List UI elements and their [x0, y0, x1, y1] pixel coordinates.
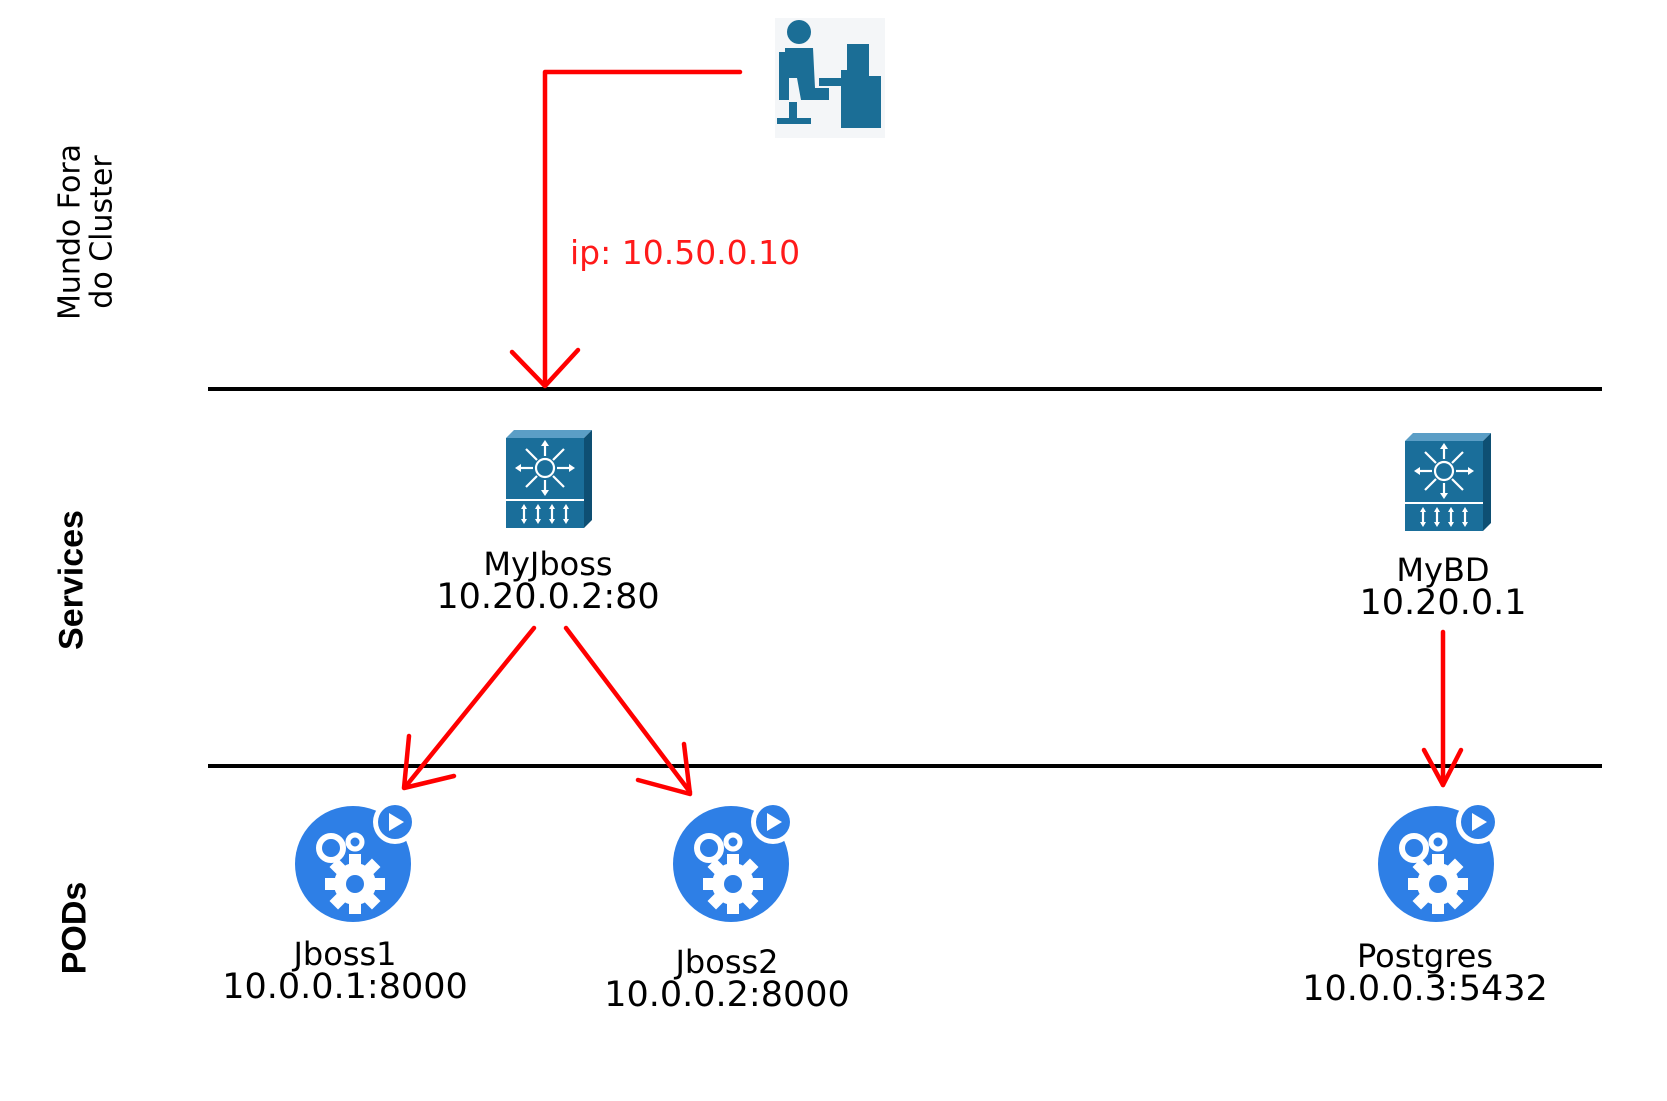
pod-name: Jboss1	[293, 935, 397, 973]
user-at-computer-icon	[775, 18, 885, 138]
arrow-myjboss-to-jboss1	[401, 625, 537, 791]
service-address: 10.20.0.2:80	[436, 577, 660, 617]
zone-label-outside-line1: Mundo Fora	[52, 143, 88, 321]
pod-gears-icon	[1378, 800, 1500, 922]
arrow-mybd-to-postgres	[1421, 629, 1464, 788]
service-name: MyJboss	[483, 545, 613, 583]
pod-gears-icon	[673, 800, 795, 922]
service-label-myjboss: MyJboss 10.20.0.2:80	[436, 548, 659, 615]
zone-label-outside-line2: do Cluster	[84, 155, 119, 309]
pod-gears-icon	[295, 800, 417, 922]
pod-label-jboss1: Jboss1 10.0.0.1:8000	[222, 938, 468, 1005]
zone-label-services: Services	[52, 510, 91, 650]
external-ip-label: ip: 10.50.0.10	[570, 233, 801, 272]
pod-label-jboss2: Jboss2 10.0.0.2:8000	[604, 946, 850, 1013]
network-switch-icon	[504, 428, 594, 530]
zone-label-pods: PODs	[55, 881, 94, 975]
zone-label-outside-cluster: Mundo Fora do Cluster	[52, 143, 120, 321]
arrow-client-to-myjboss	[509, 69, 743, 389]
pod-address: 10.0.0.3:5432	[1302, 969, 1548, 1009]
pod-name: Postgres	[1356, 937, 1494, 975]
service-label-mybd: MyBD 10.20.0.1	[1360, 554, 1527, 621]
arrow-myjboss-to-jboss2	[563, 625, 693, 797]
pod-label-postgres: Postgres 10.0.0.3:5432	[1302, 940, 1548, 1007]
service-name: MyBD	[1396, 551, 1490, 589]
pod-address: 10.0.0.1:8000	[222, 967, 468, 1007]
pod-address: 10.0.0.2:8000	[604, 975, 850, 1015]
pod-name: Jboss2	[675, 943, 779, 981]
network-switch-icon	[1403, 431, 1493, 533]
service-address: 10.20.0.1	[1359, 583, 1527, 623]
